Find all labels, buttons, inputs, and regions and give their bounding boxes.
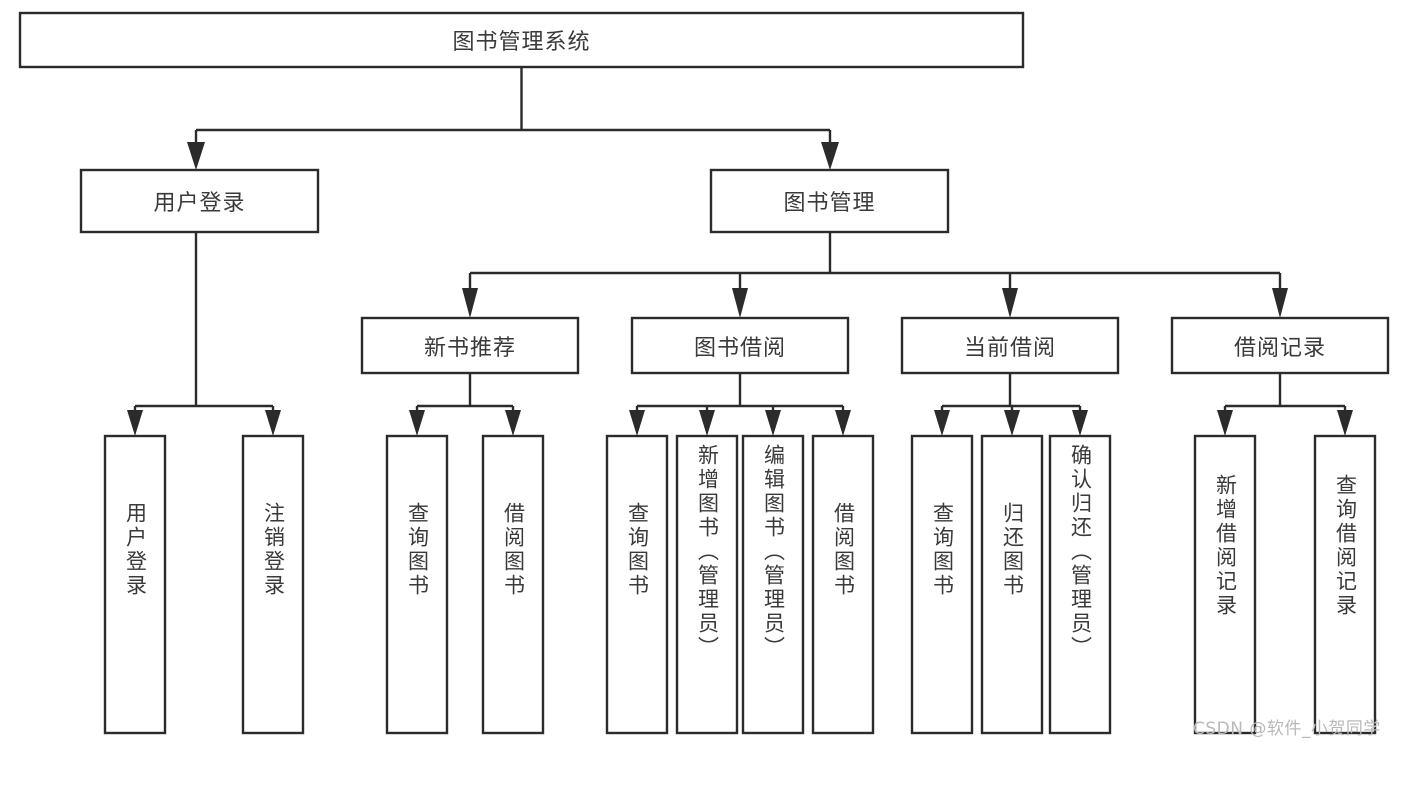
arrow-book-manage: [821, 142, 839, 170]
node-box-borrow-record[interactable]: [1170, 316, 1390, 375]
arrow-leaf-add-book: [699, 410, 715, 436]
arrow-leaf-confirm-return: [1072, 410, 1088, 436]
node-box-leaf-confirm-return[interactable]: [1048, 434, 1112, 735]
node-box-book-manage[interactable]: [709, 168, 950, 234]
arrow-leaf-borrow-book: [835, 410, 851, 436]
connector-group-root: [187, 67, 839, 170]
node-box-leaf-add-book[interactable]: [675, 434, 739, 735]
node-box-book-borrow[interactable]: [630, 316, 850, 375]
arrow-new-book-recommend: [462, 288, 478, 318]
node-box-leaf-edit-book[interactable]: [741, 434, 805, 735]
arrow-leaf-edit-book: [765, 410, 781, 436]
node-box-leaf-user-login[interactable]: [103, 434, 167, 735]
arrow-leaf-logout: [265, 410, 281, 436]
arrow-leaf-query-book-current: [934, 410, 950, 436]
arrow-leaf-user-login: [127, 410, 143, 436]
arrow-user-login: [187, 142, 205, 170]
node-box-leaf-query-borrow-record[interactable]: [1313, 434, 1377, 735]
connector-group-new-book-recommend: [409, 373, 521, 436]
node-box-leaf-borrow-book-recommend[interactable]: [481, 434, 545, 735]
connector-group-borrow-record: [1217, 373, 1353, 436]
node-box-leaf-return-book[interactable]: [980, 434, 1044, 735]
node-box-leaf-query-book-recommend[interactable]: [385, 434, 449, 735]
node-box-leaf-logout[interactable]: [241, 434, 305, 735]
connector-group-user-login: [127, 232, 281, 436]
node-box-new-book-recommend[interactable]: [360, 316, 580, 375]
arrow-leaf-query-book-recommend: [409, 410, 425, 436]
arrow-book-borrow: [732, 288, 748, 318]
arrow-leaf-return-book: [1004, 410, 1020, 436]
node-box-root[interactable]: [18, 11, 1025, 69]
node-box-current-borrow[interactable]: [900, 316, 1120, 375]
flowchart-svg: [18, 11, 1390, 735]
connector-group-book-manage: [462, 232, 1288, 318]
node-box-leaf-add-borrow-record[interactable]: [1193, 434, 1257, 735]
connector-group-book-borrow: [629, 373, 851, 436]
node-box-user-login[interactable]: [79, 168, 320, 234]
arrow-leaf-query-borrow-record: [1337, 410, 1353, 436]
watermark-text: CSDN @软件_小贺同学: [1193, 719, 1381, 739]
arrow-leaf-add-borrow-record: [1217, 410, 1233, 436]
diagram-canvas: 图书管理系统 用户登录 图书管理 新书推荐 图书借阅 当前借阅 借阅记录 用户登…: [18, 11, 1390, 739]
arrow-leaf-query-book: [629, 410, 645, 436]
node-box-leaf-query-book-current[interactable]: [910, 434, 974, 735]
connector-group-current-borrow: [934, 373, 1088, 436]
arrow-borrow-record: [1272, 288, 1288, 318]
node-box-leaf-borrow-book[interactable]: [811, 434, 875, 735]
arrow-current-borrow: [1002, 288, 1018, 318]
arrow-leaf-borrow-book-recommend: [505, 410, 521, 436]
node-box-leaf-query-book[interactable]: [605, 434, 669, 735]
